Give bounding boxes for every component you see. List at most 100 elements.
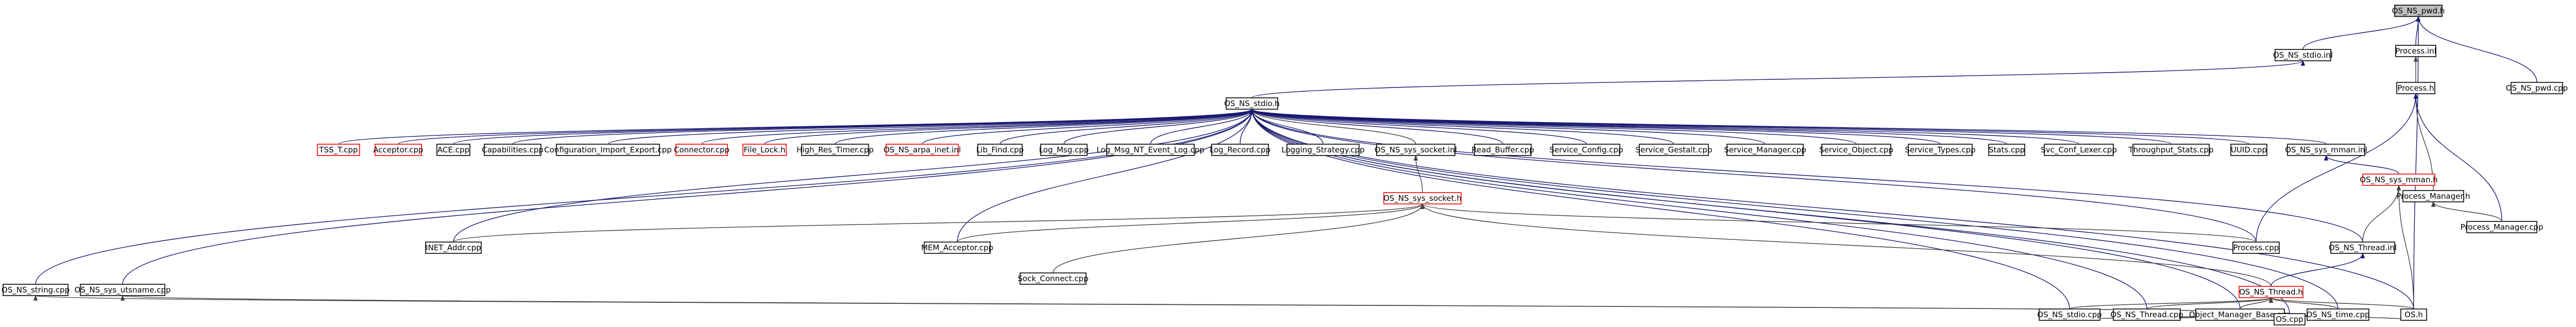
edge-uuid_cpp-to-os_ns_stdio_h [1251, 109, 2249, 145]
node-sock-connect-cpp[interactable]: Sock_Connect.cpp [1018, 272, 1089, 285]
node-stats-cpp[interactable]: Stats.cpp [1988, 144, 2025, 156]
node-throughput-stats-cpp[interactable]: Throughput_Stats.cpp [2128, 144, 2214, 156]
node-box [2275, 49, 2331, 61]
node-ace-cpp[interactable]: ACE.cpp [436, 144, 470, 156]
node-mem-acceptor-cpp[interactable]: MEM_Acceptor.cpp [921, 242, 993, 254]
edge-os_ns_sys_socket_inl-to-os_ns_stdio_h [1251, 109, 1416, 145]
node-label: OS_NS_stdio.inl [2273, 50, 2333, 60]
node-box [2402, 190, 2464, 202]
node-box [2132, 144, 2210, 156]
node-os-ns-sys-mman-inl[interactable]: OS_NS_sys_mman.inl [2285, 144, 2367, 156]
node-label: Connector.cpp [674, 145, 730, 154]
node-label: Read_Buffer.cpp [1471, 145, 1534, 155]
arrowhead-os_ns_sys_utsname_cpp [120, 295, 125, 301]
node-uuid-cpp[interactable]: UUID.cpp [2230, 144, 2267, 156]
node-object-manager-base-cpp[interactable]: Object_Manager_Base.cpp [2189, 308, 2291, 321]
edge-os_ns_thread_cpp-to-os_ns_thread_h [2146, 297, 2272, 309]
node-logging-strategy-cpp[interactable]: Logging_Strategy.cpp [1281, 144, 1365, 156]
node-box [977, 144, 1023, 156]
node-os-ns-arpa-inet-inl[interactable]: OS_NS_arpa_inet.inl [884, 144, 961, 156]
edge-os_cpp-to-os_ns_stdio_h [1251, 109, 2290, 314]
node-os-ns-stdio-h[interactable]: OS_NS_stdio.h [1224, 97, 1280, 110]
node-box [80, 284, 165, 296]
arrowhead-os_ns_stdio_inl [2300, 60, 2306, 66]
node-file-lock-h[interactable]: File_Lock.h [742, 144, 787, 156]
edge-stats_cpp-to-os_ns_stdio_h [1251, 109, 2007, 145]
arrowhead-os_ns_sys_socket_h [1420, 203, 1425, 209]
node-box [1211, 144, 1269, 156]
node-label: Stats.cpp [1989, 145, 2025, 154]
edge-os_ns_stdio_cpp-to-os_ns_thread_h [2069, 297, 2272, 309]
edge-svc_conf_lexer_cpp-to-os_ns_stdio_h [1251, 109, 2079, 145]
edge-os_ns_pwd_cpp-to-os_ns_pwd_h [2418, 16, 2537, 83]
node-configuration-import-export-cpp[interactable]: Configuration_Import_Export.cpp [544, 144, 672, 156]
node-lib-find-cpp[interactable]: Lib_Find.cpp [976, 144, 1024, 156]
node-service-types-cpp[interactable]: Service_Types.cpp [1905, 144, 1976, 156]
edge-os_ns_stdio_h-to-os_ns_stdio_inl [1251, 60, 2303, 98]
arrowhead-os_ns_stdio_h [1249, 108, 1255, 114]
arrowhead-process_h [2413, 93, 2418, 99]
node-box [2239, 286, 2303, 298]
node-service-object-cpp[interactable]: Service_Object.cpp [1819, 144, 1893, 156]
edge-process_cpp-to-os_ns_stdio_h [1251, 109, 2257, 243]
node-process-inl[interactable]: Process.inl [2395, 45, 2436, 57]
node-box [2230, 144, 2267, 156]
node-box [2396, 82, 2435, 94]
node-os-ns-sys-socket-h[interactable]: OS_NS_sys_socket.h [1383, 192, 1462, 204]
node-box [886, 144, 959, 156]
node-box [1988, 144, 2025, 156]
node-service-gestalt-cpp[interactable]: Service_Gestalt.cpp [1636, 144, 1713, 156]
node-label: Process.h [2397, 83, 2434, 93]
edge-service_config_cpp-to-os_ns_stdio_h [1251, 109, 1587, 145]
edge-os_ns_thread_h-to-os_ns_sys_socket_h [1422, 203, 2272, 287]
node-log-record-cpp[interactable]: Log_Record.cpp [1210, 144, 1270, 156]
node-os-ns-string-cpp[interactable]: OS_NS_string.cpp [2, 284, 70, 296]
node-os-ns-stdio-inl[interactable]: OS_NS_stdio.inl [2273, 49, 2333, 61]
node-process-h[interactable]: Process.h [2396, 82, 2435, 94]
node-high-res-timer-cpp[interactable]: High_Res_Timer.cpp [796, 144, 874, 156]
node-label: Logging_Strategy.cpp [1281, 145, 1364, 155]
node-connector-cpp[interactable]: Connector.cpp [674, 144, 730, 156]
node-os-ns-sys-mman-h[interactable]: OS_NS_sys_mman.h [2360, 174, 2438, 186]
node-label: Service_Object.cpp [1819, 145, 1893, 155]
node-label: Service_Config.cpp [1549, 145, 1623, 155]
node-svc-conf-lexer-cpp[interactable]: Svc_Conf_Lexer.cpp [2041, 144, 2117, 156]
node-os-ns-thread-cpp[interactable]: OS_NS_Thread.cpp [2110, 308, 2183, 321]
node-os-ns-time-cpp[interactable]: OS_NS_time.cpp [2306, 308, 2370, 321]
node-label: OS_NS_sys_mman.inl [2285, 145, 2367, 155]
node-os-cpp[interactable]: OS.cpp [2274, 313, 2306, 325]
node-os-ns-thread-h[interactable]: OS_NS_Thread.h [2239, 286, 2303, 298]
node-process-cpp[interactable]: Process.cpp [2232, 242, 2280, 254]
edge-os_h-to-os_ns_pwd_h [2413, 16, 2419, 309]
node-os-ns-thread-inl[interactable]: OS_NS_Thread.inl [2329, 242, 2397, 254]
node-inet-addr-cpp[interactable]: INET_Addr.cpp [425, 242, 482, 254]
node-box [484, 144, 541, 156]
node-os-ns-stdio-cpp[interactable]: OS_NS_stdio.cpp [2037, 308, 2102, 321]
node-process-manager-h[interactable]: Process_Manager.h [2396, 190, 2470, 202]
node-log-msg-cpp[interactable]: Log_Msg.cpp [1039, 144, 1089, 156]
node-box [1226, 97, 1278, 110]
node-os-ns-sys-socket-inl[interactable]: OS_NS_sys_socket.inl [1375, 144, 1457, 156]
node-label: OS_NS_Thread.h [2239, 287, 2303, 297]
node-log-msg-nt-event-log-cpp[interactable]: Log_Msg_NT_Event_Log.cpp [1096, 144, 1205, 156]
node-tss-t-cpp[interactable]: TSS_T.cpp [317, 144, 360, 156]
node-service-config-cpp[interactable]: Service_Config.cpp [1549, 144, 1623, 156]
node-acceptor-cpp[interactable]: Acceptor.cpp [373, 144, 423, 156]
edge-os_ns_stdio_inl-to-os_ns_pwd_h [2302, 16, 2419, 50]
edge-throughput_stats_cpp-to-os_ns_stdio_h [1251, 109, 2172, 145]
node-os-ns-pwd-cpp[interactable]: OS_NS_pwd.cpp [2506, 82, 2568, 94]
node-read-buffer-cpp[interactable]: Read_Buffer.cpp [1471, 144, 1534, 156]
node-label: TSS_T.cpp [318, 145, 358, 155]
edges-layer [33, 15, 2537, 321]
node-os-h[interactable]: OS.h [2400, 308, 2427, 321]
edge-capabilities_cpp-to-os_ns_stdio_h [512, 109, 1252, 145]
edge-os_ns_thread_inl-to-os_ns_sys_mman_h [2362, 185, 2399, 243]
node-label: Svc_Conf_Lexer.cpp [2041, 145, 2117, 155]
edge-os_ns_sys_mman_inl-to-os_ns_stdio_h [1251, 109, 2327, 145]
node-label: UUID.cpp [2231, 145, 2267, 154]
node-service-manager-cpp[interactable]: Service_Manager.cpp [1724, 144, 1806, 156]
node-capabilities-cpp[interactable]: Capabilities.cpp [482, 144, 544, 156]
node-label: Service_Types.cpp [1905, 145, 1975, 155]
node-os-ns-sys-utsname-cpp[interactable]: OS_NS_sys_utsname.cpp [75, 284, 171, 296]
node-process-manager-cpp[interactable]: Process_Manager.cpp [2461, 221, 2544, 233]
